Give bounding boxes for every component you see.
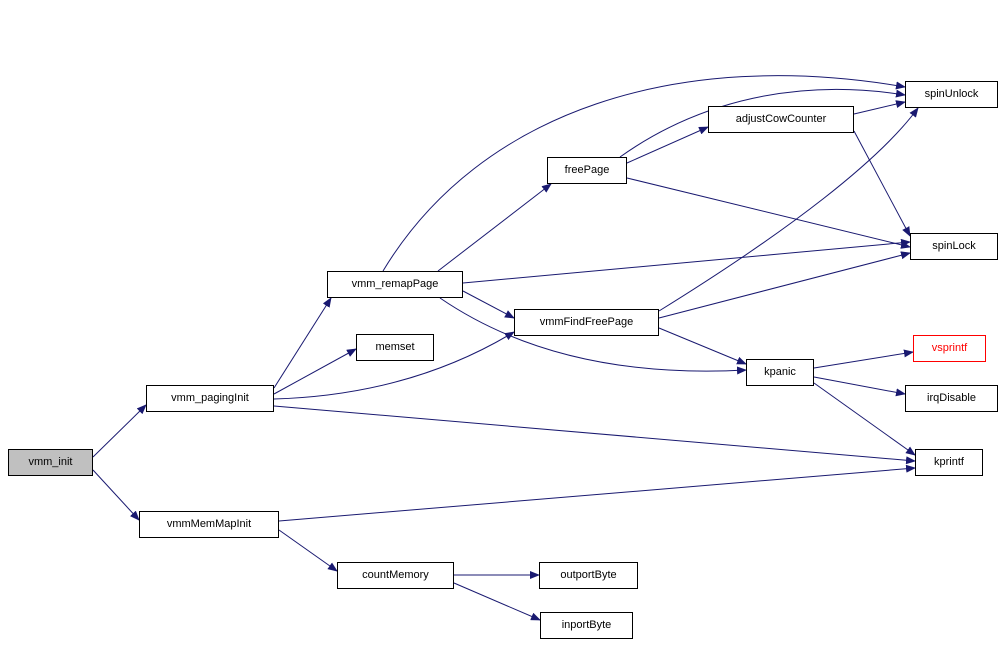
node-freePage[interactable]: freePage bbox=[547, 157, 627, 184]
node-spinUnlock[interactable]: spinUnlock bbox=[905, 81, 998, 108]
edge-vmm_init-to-vmm_pagingInit bbox=[92, 404, 147, 458]
node-vmmMemMapInit[interactable]: vmmMemMapInit bbox=[139, 511, 279, 538]
edge-vmm_pagingInit-to-vmm_remapPage bbox=[273, 297, 332, 389]
node-spinLock[interactable]: spinLock bbox=[910, 233, 998, 260]
edge-freePage-to-spinUnlock bbox=[619, 88, 906, 158]
node-vsprintf[interactable]: vsprintf bbox=[913, 335, 986, 362]
edge-vmm_pagingInit-to-kprintf bbox=[273, 405, 916, 465]
edge-kpanic-to-vsprintf bbox=[813, 349, 914, 369]
node-outportByte[interactable]: outportByte bbox=[539, 562, 638, 589]
edge-vmmFindFreePage-to-spinUnlock bbox=[658, 107, 919, 312]
edge-vmm_init-to-vmmMemMapInit bbox=[92, 469, 140, 521]
edge-vmm_remapPage-to-freePage bbox=[437, 183, 552, 272]
node-adjustCowCounter[interactable]: adjustCowCounter bbox=[708, 106, 854, 133]
node-irqDisable[interactable]: irqDisable bbox=[905, 385, 998, 412]
edge-vmmMemMapInit-to-countMemory bbox=[278, 529, 338, 572]
edge-freePage-to-adjustCowCounter bbox=[626, 126, 709, 164]
edge-kpanic-to-kprintf bbox=[813, 382, 916, 456]
node-vmm_remapPage[interactable]: vmm_remapPage bbox=[327, 271, 463, 298]
edge-vmmFindFreePage-to-kpanic bbox=[658, 327, 747, 365]
edge-adjustCowCounter-to-spinUnlock bbox=[853, 100, 906, 115]
edge-adjustCowCounter-to-spinLock bbox=[853, 130, 911, 237]
node-inportByte[interactable]: inportByte bbox=[540, 612, 633, 639]
edge-vmm_remapPage-to-spinLock bbox=[462, 238, 911, 284]
edge-vmm_remapPage-to-vmmFindFreePage bbox=[462, 290, 515, 319]
edge-vmm_remapPage-to-kpanic bbox=[439, 297, 747, 375]
node-kpanic[interactable]: kpanic bbox=[746, 359, 814, 386]
node-kprintf[interactable]: kprintf bbox=[915, 449, 983, 476]
node-vmm_init[interactable]: vmm_init bbox=[8, 449, 93, 476]
node-countMemory[interactable]: countMemory bbox=[337, 562, 454, 589]
edge-kpanic-to-irqDisable bbox=[813, 376, 906, 397]
node-memset[interactable]: memset bbox=[356, 334, 434, 361]
edge-vmm_pagingInit-to-memset bbox=[273, 348, 357, 395]
node-vmmFindFreePage[interactable]: vmmFindFreePage bbox=[514, 309, 659, 336]
edge-vmm_pagingInit-to-vmmFindFreePage bbox=[273, 331, 515, 400]
edge-countMemory-to-inportByte bbox=[453, 582, 541, 621]
edge-vmmFindFreePage-to-spinLock bbox=[658, 251, 911, 319]
edge-vmm_remapPage-to-spinUnlock bbox=[382, 75, 906, 272]
edge-vmmMemMapInit-to-kprintf bbox=[278, 464, 916, 522]
node-vmm_pagingInit[interactable]: vmm_pagingInit bbox=[146, 385, 274, 412]
edge-freePage-to-spinLock bbox=[626, 177, 911, 249]
